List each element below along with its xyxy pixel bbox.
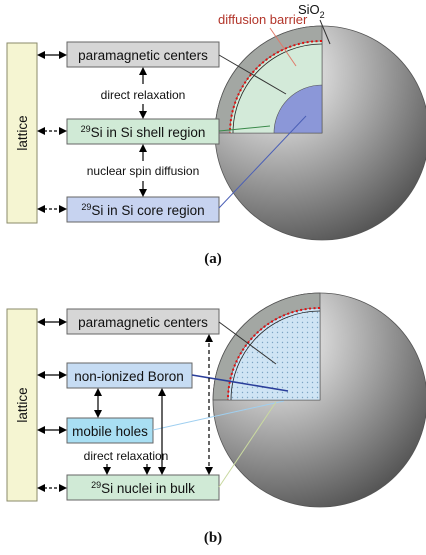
paramagnetic-centers-box-b xyxy=(66,308,220,335)
direct-relaxation-label-b: direct relaxation xyxy=(84,449,169,463)
mobile-holes-box xyxy=(66,417,154,444)
connector-core xyxy=(218,115,307,209)
nuclear-spin-diffusion-label: nuclear spin diffusion xyxy=(87,164,200,178)
boron-label: non-ionized Boron xyxy=(74,369,184,384)
lattice-box-b xyxy=(6,308,38,502)
panel-b: lattice paramagnetic centers non-ionized… xyxy=(6,292,426,546)
connector-paramagnetic-b xyxy=(218,321,277,365)
mobile-holes-label: mobile holes xyxy=(72,424,148,439)
connector-bulk-b xyxy=(218,401,277,488)
connector-holes-b xyxy=(152,400,285,431)
panel-a-caption: (a) xyxy=(204,251,222,267)
bulk-box xyxy=(66,474,220,501)
si-core-wedge xyxy=(273,84,323,134)
panel-a: lattice diffusion barrier SiO2 paramagne… xyxy=(6,2,426,267)
panel-b-caption: (b) xyxy=(204,530,222,546)
core-region-box xyxy=(66,196,220,223)
sio2-label: SiO2 xyxy=(298,2,325,20)
doped-wedge-b xyxy=(227,307,321,401)
shell-region-box xyxy=(66,118,220,145)
paramagnetic-centers-label: paramagnetic centers xyxy=(78,48,208,63)
bulk-label: 29Si nuclei in bulk xyxy=(91,480,195,496)
connector-paramagnetic xyxy=(218,54,287,95)
lattice-label-b: lattice xyxy=(15,387,30,422)
barrier-arc-b xyxy=(227,307,321,401)
direct-relaxation-label-a: direct relaxation xyxy=(101,88,186,102)
diffusion-barrier-label: diffusion barrier xyxy=(218,12,308,27)
paramagnetic-centers-label-b: paramagnetic centers xyxy=(78,315,208,330)
boron-box xyxy=(66,362,193,389)
connector-shell xyxy=(218,125,271,132)
lattice-box xyxy=(6,42,38,224)
lattice-label: lattice xyxy=(15,115,30,150)
core-region-label: 29Si in Si core region xyxy=(81,202,204,218)
shell-region-label: 29Si in Si shell region xyxy=(81,124,206,140)
diffusion-barrier-arc xyxy=(229,40,323,134)
